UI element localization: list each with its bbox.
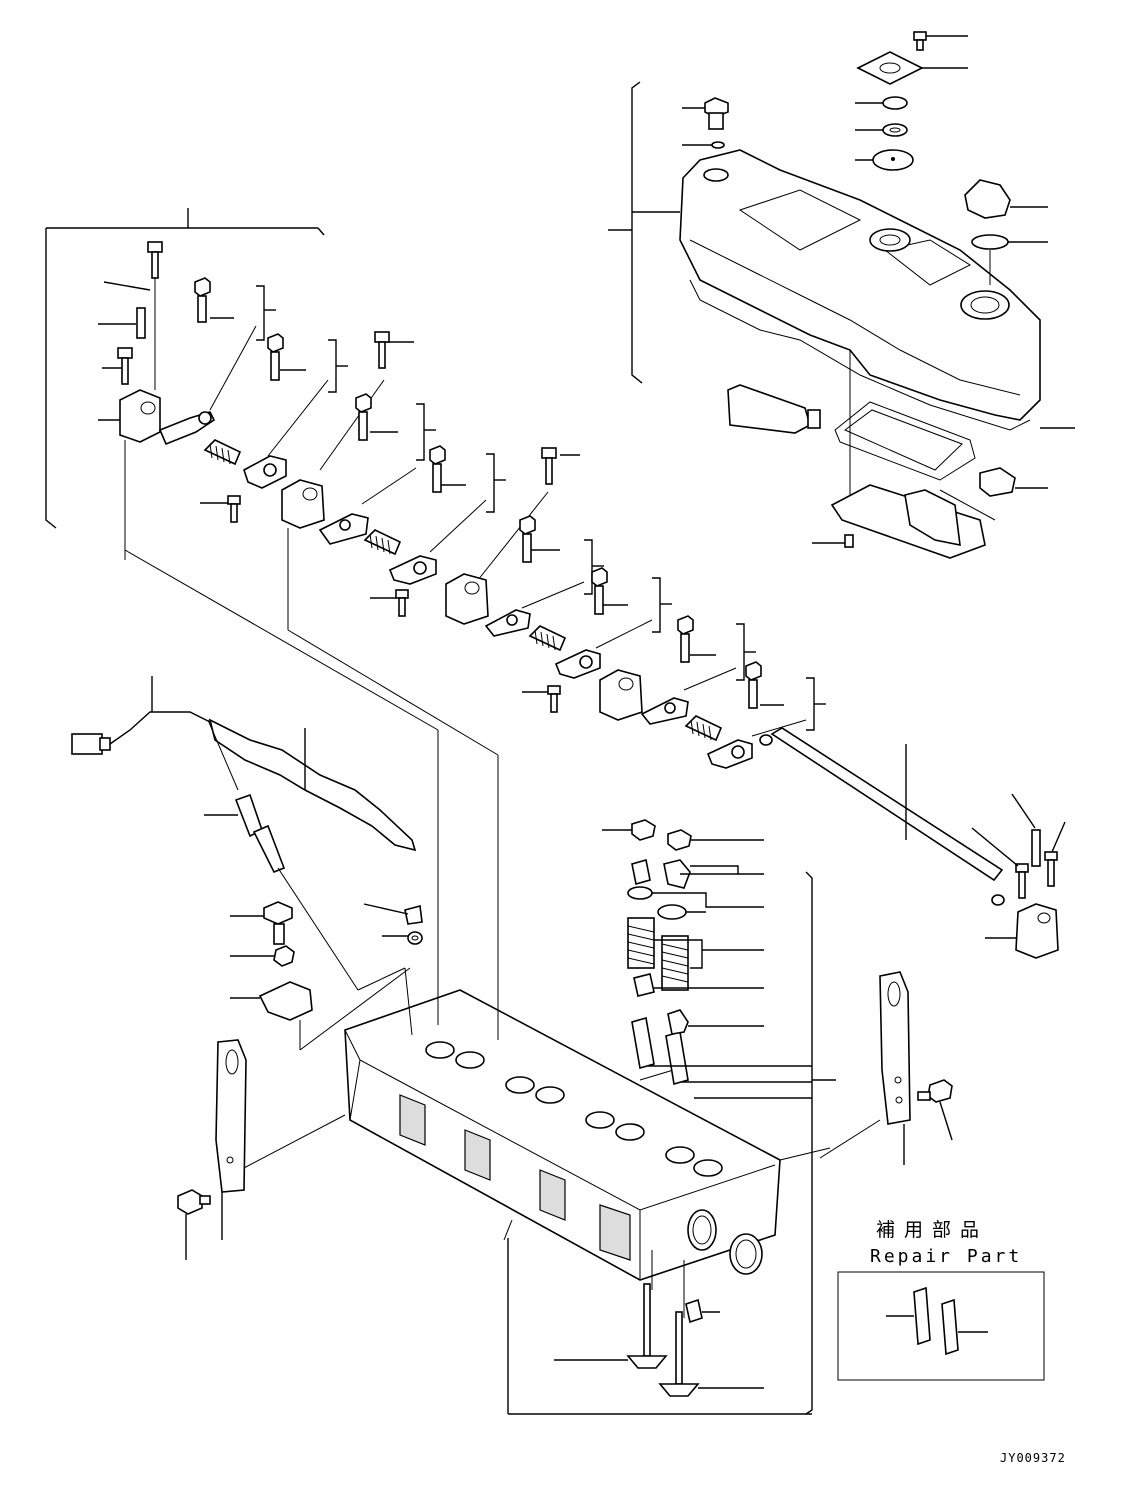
breather-cover-plate	[856, 51, 968, 85]
repair-part-box: 補用部品 Repair Part	[837, 1219, 1045, 1381]
rocker-spring-icon	[203, 439, 723, 742]
repair-box-title-en: Repair Part	[870, 1246, 1022, 1267]
bolt-icon	[117, 241, 163, 390]
cylinder-head	[239, 989, 831, 1281]
valve-cover-assembly	[608, 81, 1041, 431]
rocker-bracket-1	[119, 389, 161, 560]
rocker-arm-icon	[158, 411, 216, 446]
screw-icon	[812, 534, 854, 548]
engine-hanger-right	[819, 971, 911, 1165]
assembly-leader-lines	[124, 549, 499, 1040]
clamp-bolt-icon	[230, 901, 293, 945]
baffle-plate	[830, 350, 996, 559]
plug-bolt-icon	[682, 97, 729, 149]
oil-seal-icon	[729, 1233, 763, 1275]
valve-cover	[679, 149, 1041, 421]
rocker-arm-assembly	[45, 208, 826, 737]
rocker-shaft	[759, 727, 1005, 906]
bolt-icon	[227, 331, 561, 713]
sealant-tube-icon	[727, 384, 821, 434]
glow-plug-harness	[71, 676, 417, 852]
rocker-bracket-end	[971, 793, 1066, 959]
rocker-arm-icon	[243, 455, 753, 769]
repair-box-title-jp: 補用部品	[876, 1219, 988, 1241]
bolt-icon	[177, 1189, 211, 1260]
valve-train-parts	[507, 819, 836, 1415]
oil-filler-cap-icon	[964, 179, 1048, 285]
cover-gasket	[834, 401, 1075, 481]
adjust-screw-icon	[194, 277, 762, 709]
rocker-bracket-2	[281, 479, 643, 721]
injector-clamp-icon	[230, 967, 411, 1051]
drawing-id: JY009372	[1000, 1451, 1066, 1465]
rubber-block-icon	[979, 467, 1048, 497]
seal-washer-icon	[363, 903, 423, 945]
valve-guide-repair-icon	[886, 1286, 988, 1356]
nut-icon	[230, 945, 295, 967]
glow-plug-icon	[204, 793, 286, 874]
screw-icon	[913, 31, 968, 51]
breather-ring-icon	[855, 96, 914, 171]
engine-hanger-left	[215, 1039, 247, 1240]
bolt-icon	[917, 1079, 953, 1141]
